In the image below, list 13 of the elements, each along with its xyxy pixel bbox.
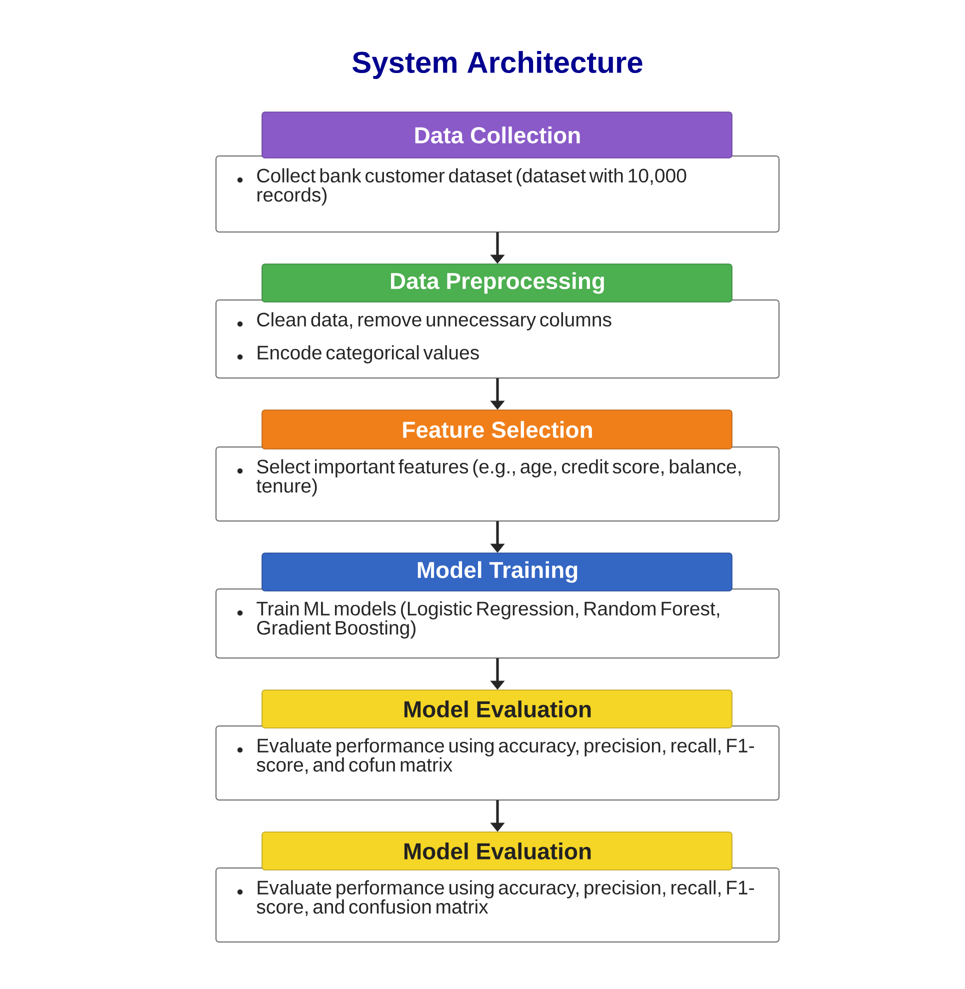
node-label: Model Training bbox=[418, 561, 578, 583]
process-box: Data Preprocessing Clean data, remove unnecessary columns Encode categorical values bbox=[216, 264, 780, 378]
process-box: Model Evaluation Evaluate performance using accuracy, precision, recall, F1-score, and cofun matrix bbox=[216, 690, 780, 800]
process-box: Model Training Train ML models (Logistic Regression, Random Forest, Gradient Boosting) bbox=[216, 552, 780, 658]
node-label: Data Collection bbox=[415, 126, 580, 144]
node-label: Model Evaluation bbox=[404, 842, 591, 860]
node-label: Model Evaluation bbox=[404, 700, 591, 718]
process-box: Data Collection Collect bank customer dataset (dataset with 10,000 records) bbox=[216, 112, 780, 232]
process-box: Feature Selection Select important features (e.g., age, credit score, balance, tenure) bbox=[216, 410, 780, 522]
process-box: Model Evaluation Evaluate performance using accuracy, precision, recall, F1-score, and confusion matrix bbox=[216, 832, 780, 942]
title: System Architecture bbox=[352, 51, 642, 79]
node-label: Data Preprocessing bbox=[391, 272, 604, 294]
node-label: Feature Selection bbox=[403, 421, 592, 438]
